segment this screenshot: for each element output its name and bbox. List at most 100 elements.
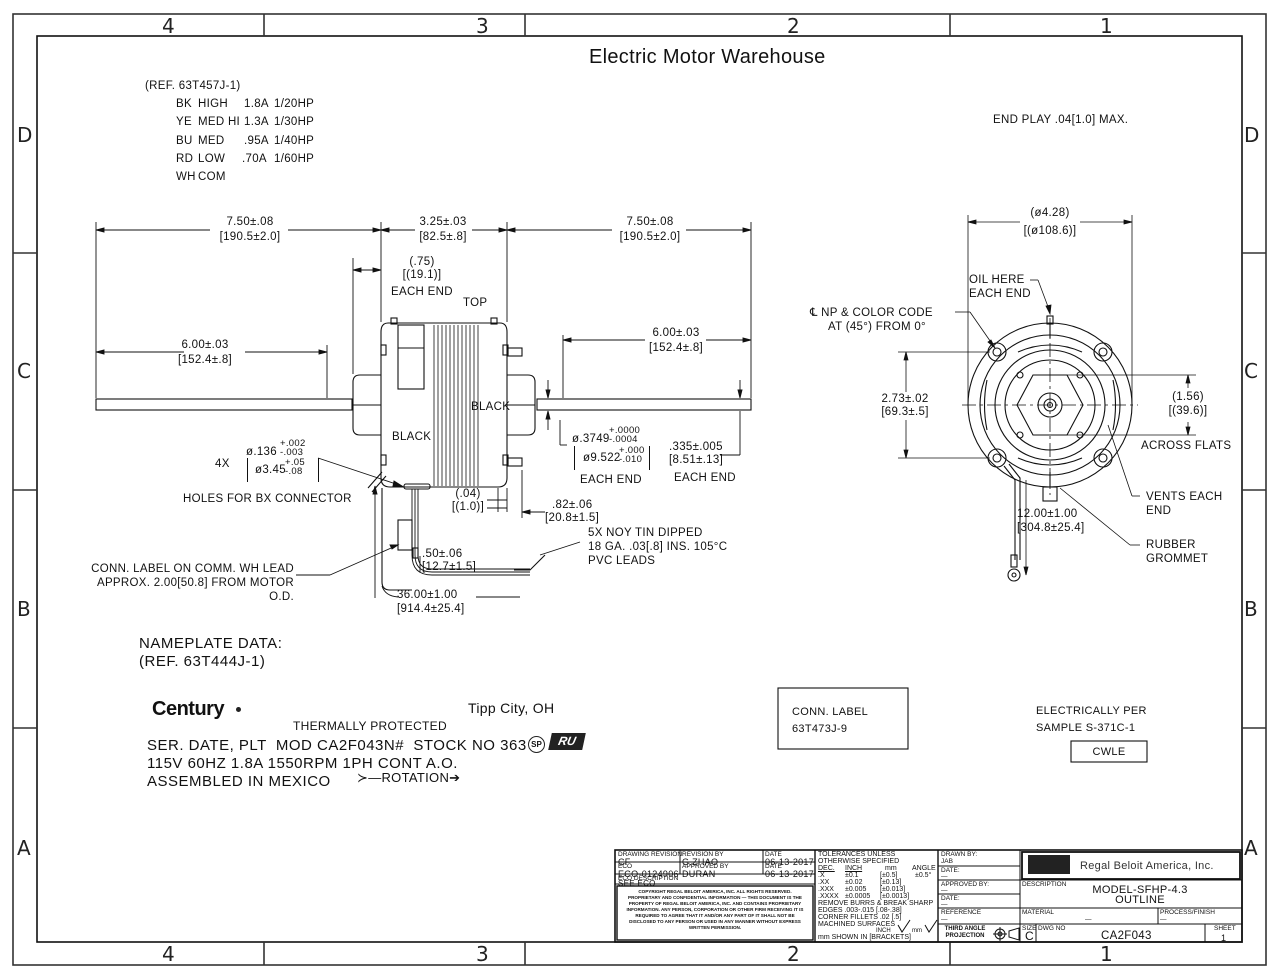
np-note-2: AT (45°) FROM 0° bbox=[828, 321, 926, 333]
zone-row-d-left: D bbox=[17, 123, 33, 147]
process-label: PROCESS/FINISH bbox=[1160, 909, 1215, 916]
dwg-no-label: DWG NO bbox=[1038, 925, 1066, 932]
tol-cell: [±0.13] bbox=[880, 879, 902, 886]
left-shaft bbox=[95, 398, 353, 411]
dim-left-shaft-mm: [152.4±.8] bbox=[177, 354, 233, 366]
tol-cell: [±0.5] bbox=[880, 872, 898, 879]
drawn-by-value: JAB bbox=[941, 858, 953, 865]
holes-in-minus: -.003 bbox=[280, 447, 304, 458]
holes-mm-plus: +.05 bbox=[285, 457, 305, 468]
holes-note: HOLES FOR BX CONNECTOR bbox=[183, 493, 352, 505]
flats-note: ACROSS FLATS bbox=[1141, 440, 1232, 452]
lead-amps: 1.8A bbox=[244, 98, 269, 110]
description-line1: MODEL-SFHP-4.3 bbox=[1092, 884, 1188, 896]
ul-mark-icon: RU bbox=[548, 733, 586, 750]
dim-hub-in: (.75) bbox=[409, 256, 435, 268]
conn-label-box-line2: 63T473J-9 bbox=[792, 723, 848, 735]
electrical-line2: SAMPLE S-371C-1 bbox=[1036, 722, 1136, 734]
dim-bolt-in: 2.73±.02 bbox=[870, 392, 940, 406]
end-play-note: END PLAY .04[1.0] MAX. bbox=[993, 114, 1129, 126]
page-title: Electric Motor Warehouse bbox=[589, 46, 826, 68]
zone-row-d-right: D bbox=[1244, 123, 1260, 147]
tol-note: REMOVE BURRS & BREAK SHARP bbox=[818, 900, 934, 907]
nameplate-location: Tipp City, OH bbox=[468, 700, 555, 716]
rev-date-label: DATE bbox=[765, 851, 782, 858]
dim-stud-mm: [20.8±1.5] bbox=[545, 512, 600, 524]
zone-col-4-top: 4 bbox=[162, 14, 175, 38]
nameplate-heading: NAMEPLATE DATA: bbox=[139, 635, 283, 652]
zone-col-4-bottom: 4 bbox=[162, 942, 175, 966]
dim-strip-mm: [12.7±1.5] bbox=[422, 561, 477, 573]
dim-lead-length-mm: [914.4±25.4] bbox=[397, 603, 465, 615]
dim-gap-mm: [(1.0)] bbox=[451, 501, 485, 513]
tol-note: EDGES .003-.015 [.08-.38] bbox=[818, 907, 902, 914]
shaft-dia-in-plus: +.0000 bbox=[609, 425, 641, 436]
lead-color: BK bbox=[176, 98, 192, 110]
zone-row-b-left: B bbox=[17, 597, 31, 621]
shaft-dia-note: EACH END bbox=[580, 474, 642, 486]
tol-cell: .X bbox=[818, 872, 825, 879]
tol-col-dec: DEC. bbox=[818, 865, 835, 872]
dim-hub-note: EACH END bbox=[391, 286, 453, 298]
dim-left-overall-in: 7.50±.08 bbox=[226, 216, 274, 228]
tol-note: CORNER FILLETS .02 [.5] bbox=[818, 914, 902, 921]
lead-speed: MED bbox=[198, 135, 225, 147]
size-label: SIZE bbox=[1022, 925, 1037, 932]
tol-cell: ±0.005 bbox=[845, 886, 867, 893]
oil-note-2: EACH END bbox=[969, 288, 1031, 300]
eco-desc-label: ECO DESCRIPTION bbox=[618, 875, 679, 882]
dim-body-in: 3.25±.03 bbox=[419, 216, 467, 228]
zone-row-c-right: C bbox=[1244, 359, 1258, 383]
electrical-line1: ELECTRICALLY PER bbox=[1036, 705, 1147, 717]
vents-note-1: VENTS EACH bbox=[1146, 491, 1223, 503]
process-value: — bbox=[1160, 916, 1167, 923]
dim-right-shaft-in: 6.00±.03 bbox=[652, 327, 700, 339]
holes-in-plus: +.002 bbox=[280, 438, 306, 449]
dim-right-overall-in: 7.50±.08 bbox=[626, 216, 674, 228]
lead-hp: 1/40HP bbox=[274, 135, 315, 147]
dim-left-shaft-in: 6.00±.03 bbox=[181, 339, 229, 351]
appr-date-label: DATE bbox=[765, 863, 782, 870]
zone-col-1-top: 1 bbox=[1100, 14, 1113, 38]
leads-note-2: 18 GA. .03[.8] INS. 105°C bbox=[588, 541, 728, 553]
tol-note: MACHINED SURFACES bbox=[818, 921, 896, 928]
revised-by-value: G.ZHAO bbox=[682, 857, 719, 867]
dim-strip-in: .50±.06 bbox=[422, 548, 463, 560]
date2-label: DATE: bbox=[941, 895, 960, 902]
holes-count: 4X bbox=[215, 458, 230, 470]
conn-label-note-3: O.D. bbox=[269, 591, 294, 603]
black-label-left: BLACK bbox=[392, 431, 432, 443]
approved-by-value: DURAN bbox=[682, 869, 716, 879]
zone-col-2-top: 2 bbox=[787, 14, 800, 38]
nameplate-line1: SER. DATE, PLT MOD CA2F043N# STOCK NO 36… bbox=[147, 737, 527, 754]
wiring-ref: (REF. 63T457J-1) bbox=[145, 80, 241, 92]
end-dia-mm: [(ø108.6)] bbox=[1023, 225, 1077, 237]
tol-cell: ±0.0005 bbox=[845, 893, 871, 900]
shaft-dia-mm-plus: +.000 bbox=[619, 445, 645, 456]
dim-stud-in: .82±.06 bbox=[552, 499, 593, 511]
projection-symbol-icon bbox=[993, 927, 1020, 941]
dim-gap-in: (.04) bbox=[455, 488, 481, 500]
eco-value: ECO-0124906 bbox=[618, 869, 679, 879]
zone-col-3-top: 3 bbox=[476, 14, 489, 38]
zone-row-a-left: A bbox=[17, 836, 31, 860]
lead-speed: MED HI bbox=[198, 116, 241, 128]
regal-logo bbox=[1028, 855, 1070, 874]
end-view-dimensions bbox=[898, 215, 1196, 576]
dim-bolt-mm: [69.3±.5] bbox=[870, 405, 940, 419]
flat-note: EACH END bbox=[674, 472, 736, 484]
tol-note-mm: mm bbox=[912, 928, 922, 934]
end-dia-in: (ø4.28) bbox=[1030, 207, 1070, 219]
conn-label-note-2: APPROX. 2.00[50.8] FROM MOTOR bbox=[96, 577, 294, 589]
appr-date-value: 06-13-2017 bbox=[765, 869, 815, 879]
shaft-dia-bracket bbox=[574, 446, 650, 470]
np-note-1: ℄ NP & COLOR CODE bbox=[810, 307, 933, 319]
company-name: Regal Beloit America, Inc. bbox=[1080, 860, 1214, 872]
tol-note-inch: INCH bbox=[876, 928, 891, 934]
shaft-dia-in-minus: -.0004 bbox=[609, 434, 638, 445]
lead-color: BU bbox=[176, 135, 193, 147]
cwle-badge-box bbox=[1070, 740, 1148, 763]
rev-date-value: 06-13-2017 bbox=[765, 857, 815, 867]
lead-hp: 1/60HP bbox=[274, 153, 315, 165]
